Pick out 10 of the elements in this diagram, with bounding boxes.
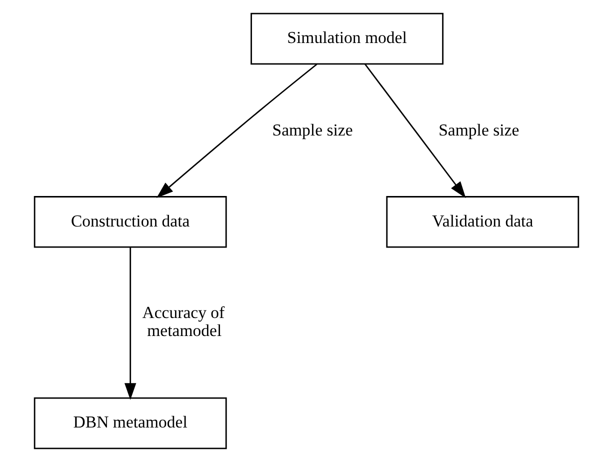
arrow (124, 247, 136, 400)
edge-label: Accuracy of metamodel (142, 302, 224, 340)
edge-label: Sample size (438, 120, 519, 140)
arrow (364, 64, 466, 198)
node-box: Simulation model (250, 12, 443, 65)
node-box: Construction data (33, 196, 226, 248)
node-box: DBN metamodel (33, 397, 226, 450)
edge-label: Sample size (272, 120, 352, 140)
arrow (156, 64, 317, 198)
node-box: Validation data (386, 196, 579, 248)
